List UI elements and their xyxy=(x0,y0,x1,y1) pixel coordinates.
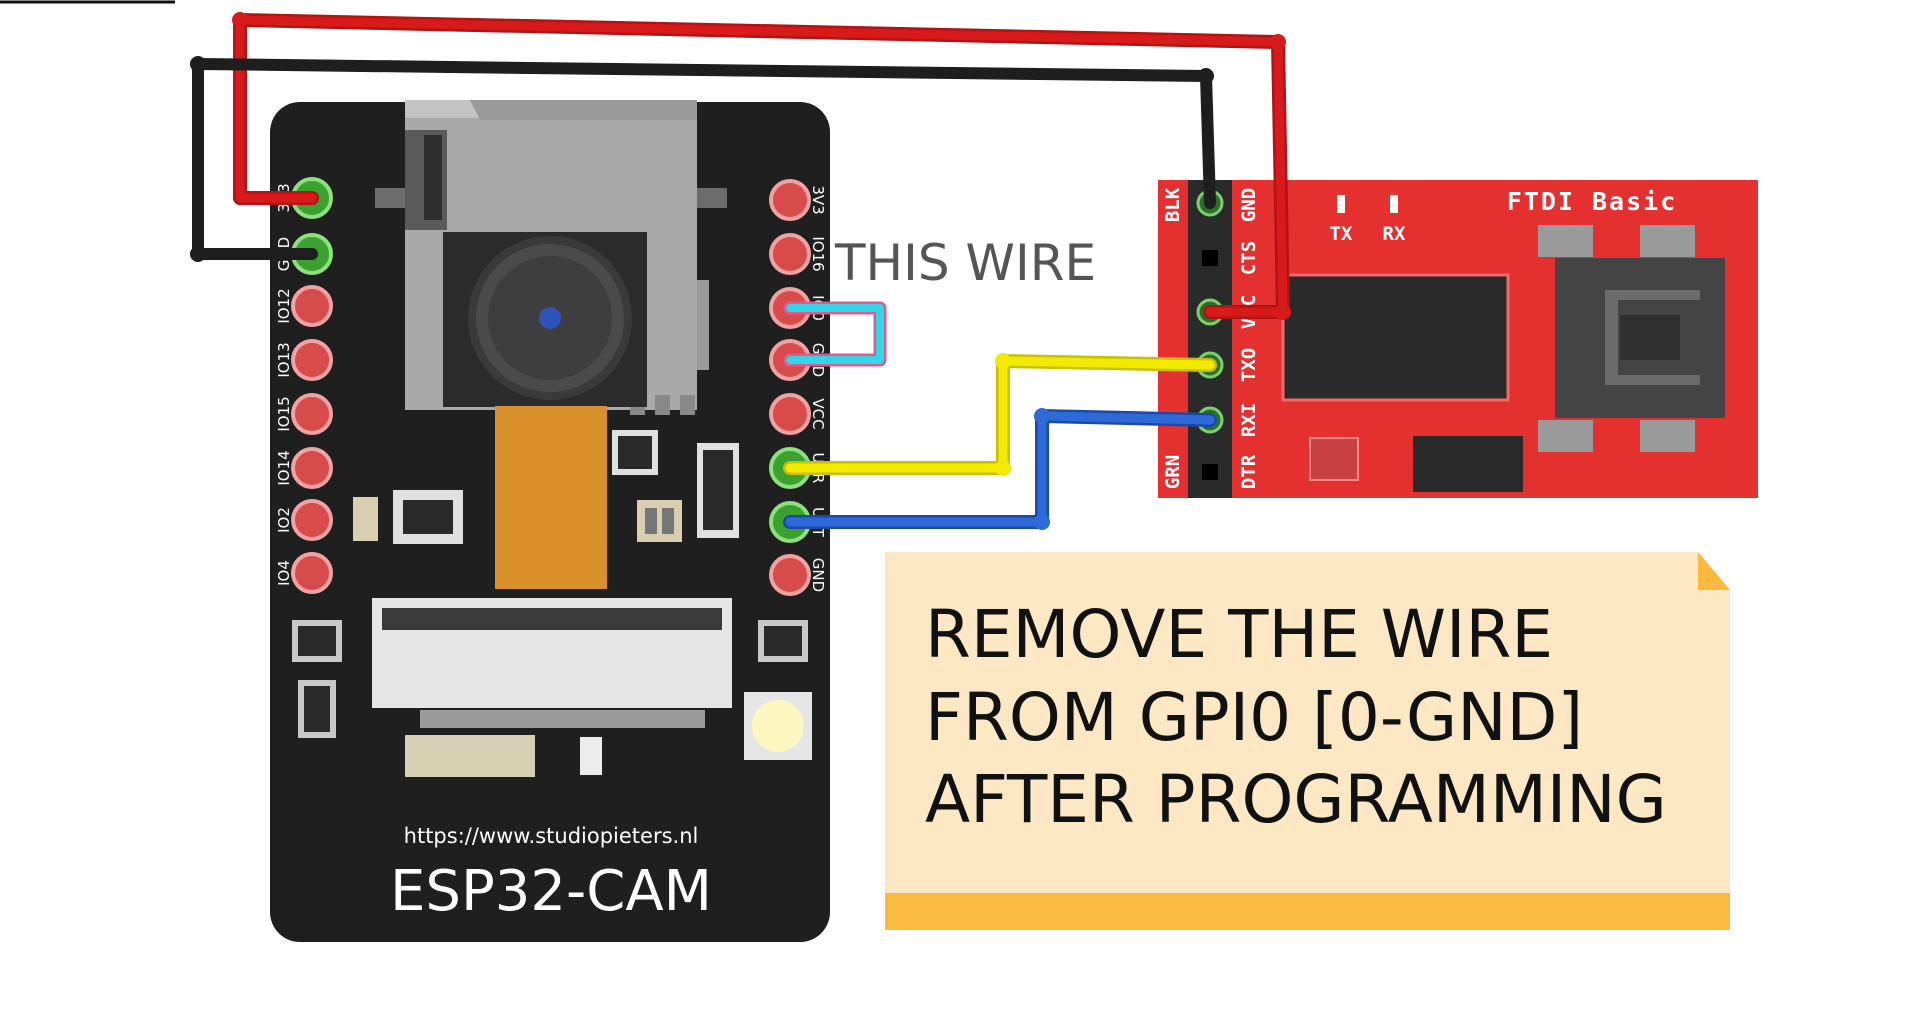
board-name: ESP32-CAM xyxy=(390,859,712,924)
ftdi-title: FTDI Basic xyxy=(1507,187,1678,216)
board-url: https://www.studiopieters.nl xyxy=(404,824,699,848)
wires xyxy=(190,12,1291,530)
ftdi-basic-board: BLK GRN GND CTS VCC TXO RXI DTR TX RX FT… xyxy=(1158,180,1758,498)
ftdi-pin-label-6: DTR xyxy=(1238,454,1260,489)
pin-left-8 xyxy=(291,552,333,594)
pin-label-left-3: IO12 xyxy=(275,288,293,323)
ftdi-pin-label-5: RXI xyxy=(1238,403,1260,437)
ftdi-pin-2 xyxy=(1202,250,1218,266)
pin-left-3 xyxy=(291,285,333,327)
note-line-3: AFTER PROGRAMMING xyxy=(925,761,1667,838)
pin-label-right-1: 3V3 xyxy=(809,185,827,214)
pin-label-left-7: IO2 xyxy=(275,507,293,533)
pin-left-5 xyxy=(291,393,333,435)
sticky-note: REMOVE THE WIRE FROM GPI0 [0-GND] AFTER … xyxy=(885,552,1730,930)
wire-yellow-tx-core xyxy=(785,356,1215,473)
ftdi-side-top: BLK xyxy=(1162,187,1184,222)
pin-label-left-4: IO13 xyxy=(275,342,293,377)
note-line-1: REMOVE THE WIRE xyxy=(925,596,1553,673)
pin-right-5 xyxy=(769,393,811,435)
pin-label-left-6: IO14 xyxy=(275,450,293,485)
pin-left-6 xyxy=(291,447,333,489)
ftdi-pin-label-2: CTS xyxy=(1238,241,1260,275)
this-wire-label: THIS WIRE xyxy=(834,234,1096,292)
pin-label-right-8: GND xyxy=(809,558,827,592)
wire-cyan-jumper-core xyxy=(786,304,884,364)
pin-label-left-5: IO15 xyxy=(275,396,293,431)
esp32-cam-board: 3V3 GND IO12 IO13 IO15 IO14 IO2 IO4 3V3 … xyxy=(270,100,830,942)
led-tx-icon xyxy=(1337,195,1345,213)
pin-left-4 xyxy=(291,339,333,381)
note-line-2: FROM GPI0 [0-GND] xyxy=(925,679,1583,756)
pin-label-left-8: IO4 xyxy=(275,560,293,586)
wire-red-vcc-core xyxy=(235,15,1288,317)
pin-right-1 xyxy=(769,179,811,221)
pin-label-right-2: IO16 xyxy=(809,236,827,271)
wire-blue-rx-core xyxy=(785,411,1215,527)
ftdi-pin-label-4: TXO xyxy=(1238,348,1260,382)
pin-right-2 xyxy=(769,233,811,275)
esp32-right-pins xyxy=(769,179,811,596)
led-rx-label: RX xyxy=(1383,223,1406,245)
ftdi-pin-label-1: GND xyxy=(1238,188,1260,222)
led-rx-icon xyxy=(1390,195,1398,213)
ftdi-side-bottom: GRN xyxy=(1162,455,1184,489)
led-tx-label: TX xyxy=(1330,223,1353,245)
ftdi-pin-6 xyxy=(1202,464,1218,480)
pin-left-7 xyxy=(291,499,333,541)
pin-label-right-5: VCC xyxy=(809,398,827,429)
pin-right-8 xyxy=(769,554,811,596)
